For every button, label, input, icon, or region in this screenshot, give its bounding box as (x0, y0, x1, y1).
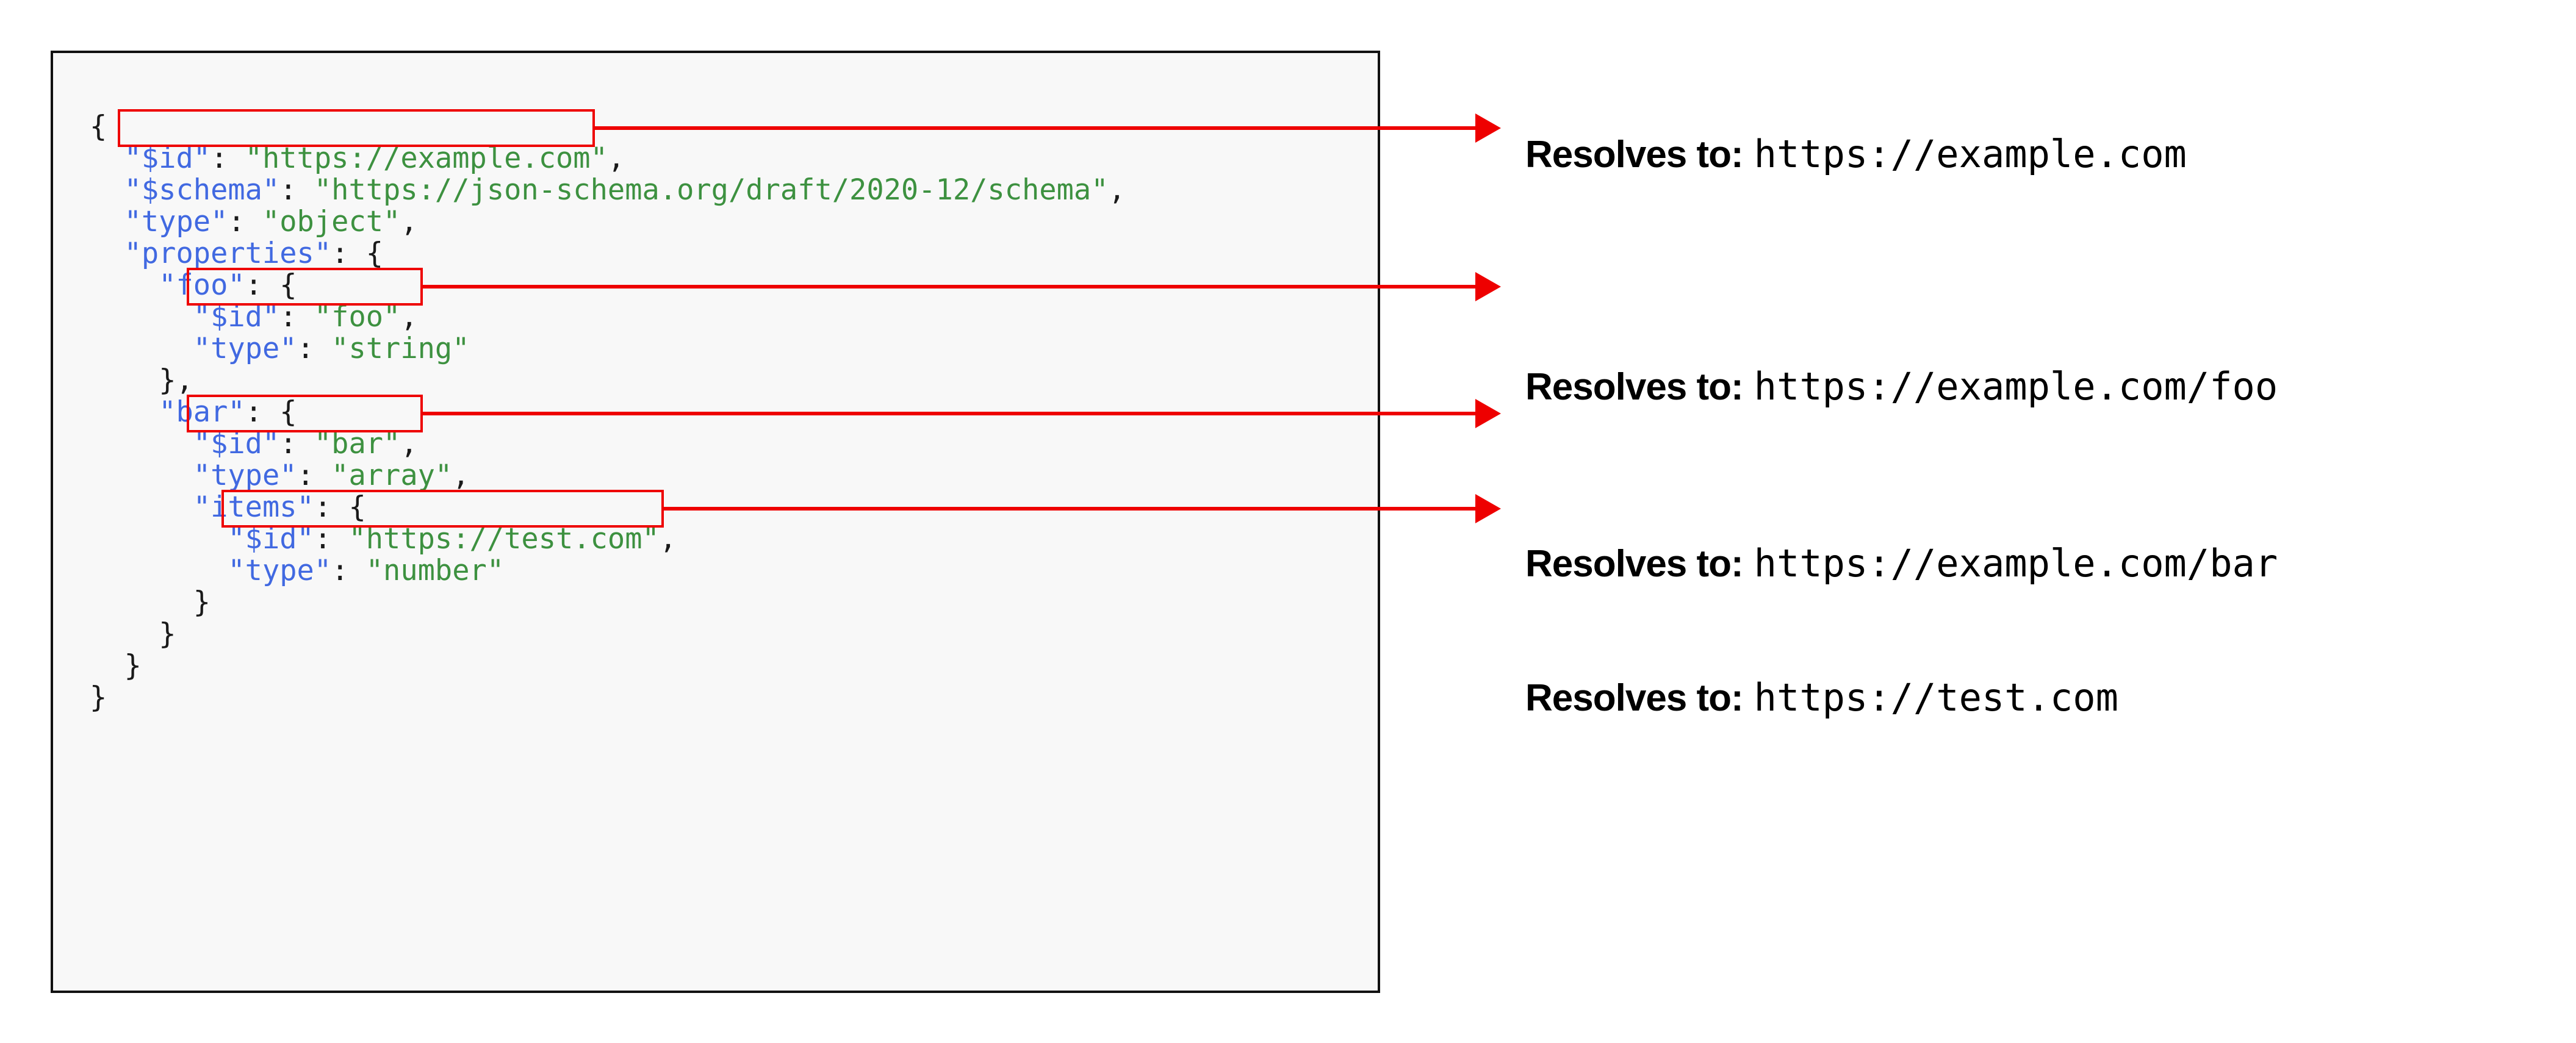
code-line: "$id": "https://test.com", (228, 522, 677, 556)
arrow-line-root-id (594, 126, 1475, 130)
code-line: "bar": { (159, 395, 297, 429)
annotation-items-id: Resolves to:https://test.com (1525, 679, 2118, 717)
code-line: "items": { (193, 490, 366, 524)
code-line: "$id": "https://example.com", (124, 142, 625, 175)
code-line: "$id": "bar", (193, 427, 418, 461)
code-line: "$schema": "https://json-schema.org/draf… (124, 173, 1126, 207)
arrow-head-foo-id (1475, 272, 1501, 301)
arrow-head-items-id (1475, 494, 1501, 523)
arrow-head-bar-id (1475, 399, 1501, 428)
code-line: "type": "string" (193, 332, 470, 365)
resolves-to-label: Resolves to: (1525, 134, 1744, 176)
code-line: "type": "number" (228, 554, 505, 587)
resolved-uri: https://example.com/bar (1754, 541, 2278, 586)
resolved-uri: https://example.com (1754, 132, 2187, 176)
code-line: } (90, 681, 107, 714)
code-line: { (90, 110, 107, 143)
code-line: "properties": { (124, 237, 384, 270)
arrow-line-foo-id (422, 285, 1475, 289)
code-line: }, (159, 364, 193, 397)
code-line: "foo": { (159, 268, 297, 302)
json-schema-code-block: { "$id": "https://example.com", "$schema… (51, 51, 1380, 993)
annotation-root-id: Resolves to:https://example.com (1525, 135, 2187, 174)
code-line: "$id": "foo", (193, 300, 418, 334)
code-line: } (193, 586, 211, 619)
resolves-to-label: Resolves to: (1525, 543, 1744, 585)
annotation-bar-id: Resolves to:https://example.com/bar (1525, 545, 2278, 583)
arrow-head-root-id (1475, 113, 1501, 143)
arrow-line-bar-id (422, 412, 1475, 415)
annotation-foo-id: Resolves to:https://example.com/foo (1525, 368, 2278, 406)
json-code-listing: { "$id": "https://example.com", "$schema… (90, 111, 1126, 714)
code-line: } (124, 649, 142, 683)
arrow-line-items-id (663, 507, 1475, 511)
code-line: "type": "object", (124, 205, 418, 238)
resolves-to-label: Resolves to: (1525, 366, 1744, 408)
resolved-uri: https://example.com/foo (1754, 364, 2278, 409)
resolves-to-label: Resolves to: (1525, 677, 1744, 719)
resolved-uri: https://test.com (1754, 675, 2118, 720)
code-line: } (159, 617, 176, 651)
code-line: "type": "array", (193, 459, 470, 492)
